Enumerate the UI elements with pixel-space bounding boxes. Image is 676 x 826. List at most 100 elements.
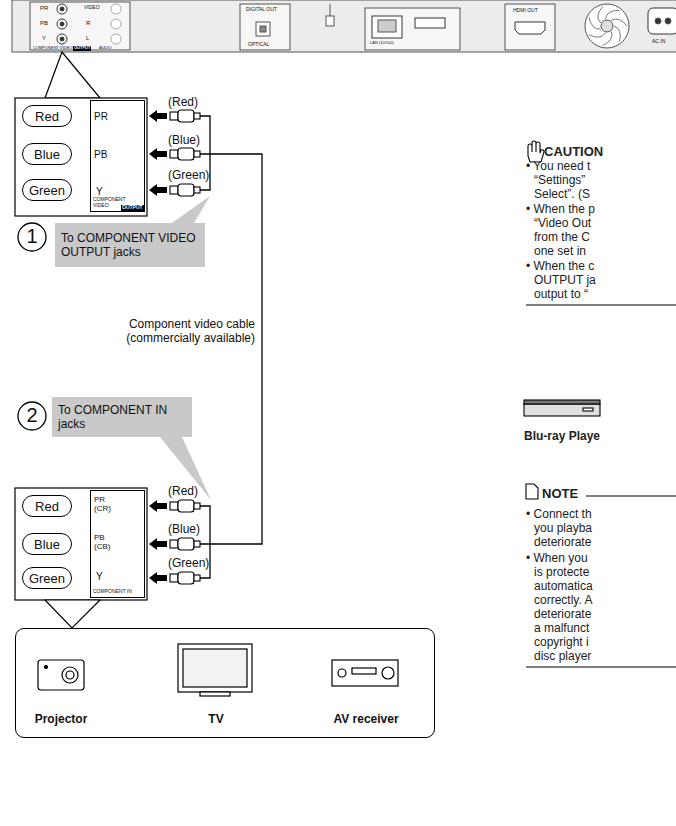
rear-panel bbox=[30, 2, 130, 50]
device-icon bbox=[178, 644, 252, 692]
component-cable bbox=[200, 154, 262, 544]
side-icons bbox=[524, 404, 600, 416]
rca-plug bbox=[194, 151, 200, 157]
note-text: OUTPUT ja bbox=[534, 274, 596, 288]
note-text: • Connect th bbox=[526, 508, 592, 522]
fan-blade bbox=[589, 17, 601, 29]
device-icon bbox=[338, 669, 346, 677]
panel-marking: R bbox=[86, 20, 90, 27]
note-text: • When you bbox=[526, 552, 588, 566]
note-text: a malfunct bbox=[534, 622, 589, 636]
device-name: Projector bbox=[11, 713, 111, 727]
rear-panel bbox=[365, 8, 460, 50]
panel-marking: COMPONENT VIDEO bbox=[33, 46, 73, 51]
jack-label: Y bbox=[96, 186, 103, 198]
rear-panel bbox=[378, 20, 396, 32]
rca-plug bbox=[178, 500, 194, 512]
color-oval: Blue bbox=[22, 533, 72, 555]
rear-panel bbox=[57, 19, 67, 29]
fan-blade bbox=[614, 26, 620, 42]
note-text: “Settings” bbox=[534, 174, 585, 188]
device-icon bbox=[332, 660, 398, 686]
rear-panel bbox=[372, 16, 402, 38]
jack-label: PR (CR) bbox=[94, 496, 118, 514]
device-icon bbox=[352, 668, 376, 674]
insert-arrow bbox=[149, 110, 167, 122]
jack-panel: PRPBYCOMPONENT VIDEOOUTPUT bbox=[90, 100, 145, 212]
callout-circle bbox=[18, 223, 46, 251]
color-oval: Blue bbox=[22, 143, 72, 165]
rca-plug bbox=[170, 150, 178, 158]
insert-arrow bbox=[149, 110, 167, 584]
component-cable bbox=[200, 116, 262, 578]
device-icon bbox=[38, 644, 398, 696]
rear-panel bbox=[415, 18, 445, 28]
rca-plug bbox=[170, 574, 178, 582]
device-icon bbox=[62, 667, 78, 683]
note-text: “Video Out bbox=[534, 217, 591, 231]
fan-blade bbox=[611, 19, 627, 26]
jack-panel: PR (CR)PB (CB)YCOMPONENT IN bbox=[90, 490, 145, 598]
device-name: Blu-ray Playe bbox=[522, 430, 602, 444]
zoom-frame bbox=[15, 488, 147, 600]
rear-panel bbox=[12, 0, 676, 52]
color-name: Green bbox=[29, 571, 65, 586]
callout-number: 2 bbox=[18, 404, 46, 427]
note-text: deteriorate bbox=[534, 536, 591, 550]
color-oval: Red bbox=[22, 495, 72, 517]
insert-arrow bbox=[149, 184, 167, 196]
callout-text: To COMPONENT IN jacks bbox=[58, 403, 186, 432]
note-text: automatica bbox=[534, 580, 593, 594]
device-box: ProjectorTVAV receiver bbox=[15, 628, 435, 738]
rear-panel bbox=[240, 4, 290, 50]
jack-label: OUTPUT bbox=[121, 205, 144, 211]
panel-marking: OPTICAL bbox=[248, 42, 269, 48]
callout-box: To COMPONENT IN jacks bbox=[52, 397, 192, 437]
note-text: from the C bbox=[534, 231, 590, 245]
color-name: Blue bbox=[34, 147, 60, 162]
rear-panel bbox=[585, 4, 629, 48]
jack-label: COMPONENT VIDEO bbox=[93, 197, 121, 208]
zoom-frame bbox=[45, 52, 100, 98]
rear-panel bbox=[60, 37, 64, 41]
device-icon bbox=[66, 671, 74, 679]
device-icon bbox=[200, 692, 230, 696]
side-icons bbox=[526, 304, 676, 305]
callout-pointer bbox=[160, 437, 211, 500]
side-icons bbox=[528, 141, 544, 162]
rear-panel bbox=[601, 20, 613, 32]
callout-number: 1 bbox=[18, 225, 46, 248]
plug-color: (Green) bbox=[168, 557, 209, 571]
device-name: AV receiver bbox=[316, 713, 416, 727]
rear-panel bbox=[648, 8, 676, 34]
note-text: one set in bbox=[534, 245, 586, 259]
panel-marking: VIDEO bbox=[84, 5, 100, 11]
rear-panel bbox=[57, 4, 67, 14]
rear-panel bbox=[111, 34, 121, 44]
jack-label: Y bbox=[96, 571, 103, 583]
device-icon bbox=[38, 660, 84, 690]
note-text: output to “ bbox=[534, 288, 588, 302]
side-icons bbox=[583, 408, 593, 411]
side-icons bbox=[524, 400, 600, 404]
fan-blade bbox=[598, 6, 603, 22]
rca-plug bbox=[178, 184, 194, 196]
rear-panel bbox=[256, 22, 270, 36]
panel-marking: DIGITAL OUT bbox=[246, 7, 277, 13]
fan-blade bbox=[589, 33, 605, 37]
rear-panel bbox=[111, 19, 121, 29]
callout-circle bbox=[18, 402, 46, 430]
panel-marking: L bbox=[86, 35, 89, 42]
jack-label: PB bbox=[94, 149, 107, 161]
note-text: • You need t bbox=[526, 160, 590, 174]
note-text: • When the p bbox=[526, 203, 595, 217]
cable-label: Component video cable (commercially avai… bbox=[98, 318, 255, 346]
rca-plug bbox=[178, 110, 194, 122]
section-heading: CAUTION bbox=[544, 145, 603, 160]
color-name: Red bbox=[35, 499, 59, 514]
zoom-frame bbox=[45, 600, 100, 628]
fan-blade bbox=[589, 6, 627, 45]
rca-plug bbox=[194, 503, 200, 509]
jack-label: COMPONENT IN bbox=[93, 589, 132, 595]
